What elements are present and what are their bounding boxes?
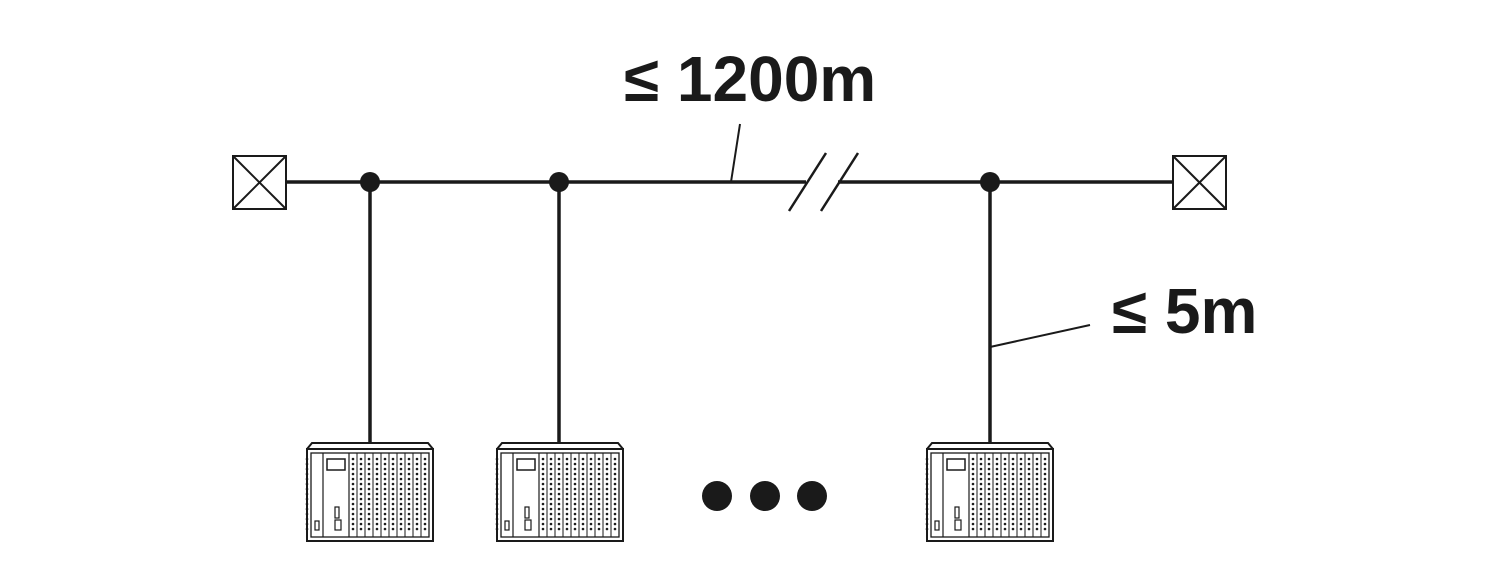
terminator-icon: [1172, 155, 1227, 210]
device-rack-icon: [496, 443, 623, 541]
device-rack-icon: [926, 443, 1053, 541]
junction-dot-icon: [360, 172, 380, 192]
stub-length-leader: [989, 324, 1091, 348]
junction-dot-icon: [980, 172, 1000, 192]
bus-length-label: ≤ 1200m: [624, 43, 876, 115]
bus-length-leader: [730, 123, 741, 183]
line-break-icon: [787, 152, 860, 212]
stub-length-label: ≤ 5m: [1112, 275, 1257, 347]
ellipsis-icon: [702, 481, 827, 511]
junction-dot-icon: [549, 172, 569, 192]
device-rack-icon: [306, 443, 433, 541]
terminator-icon: [232, 155, 287, 210]
